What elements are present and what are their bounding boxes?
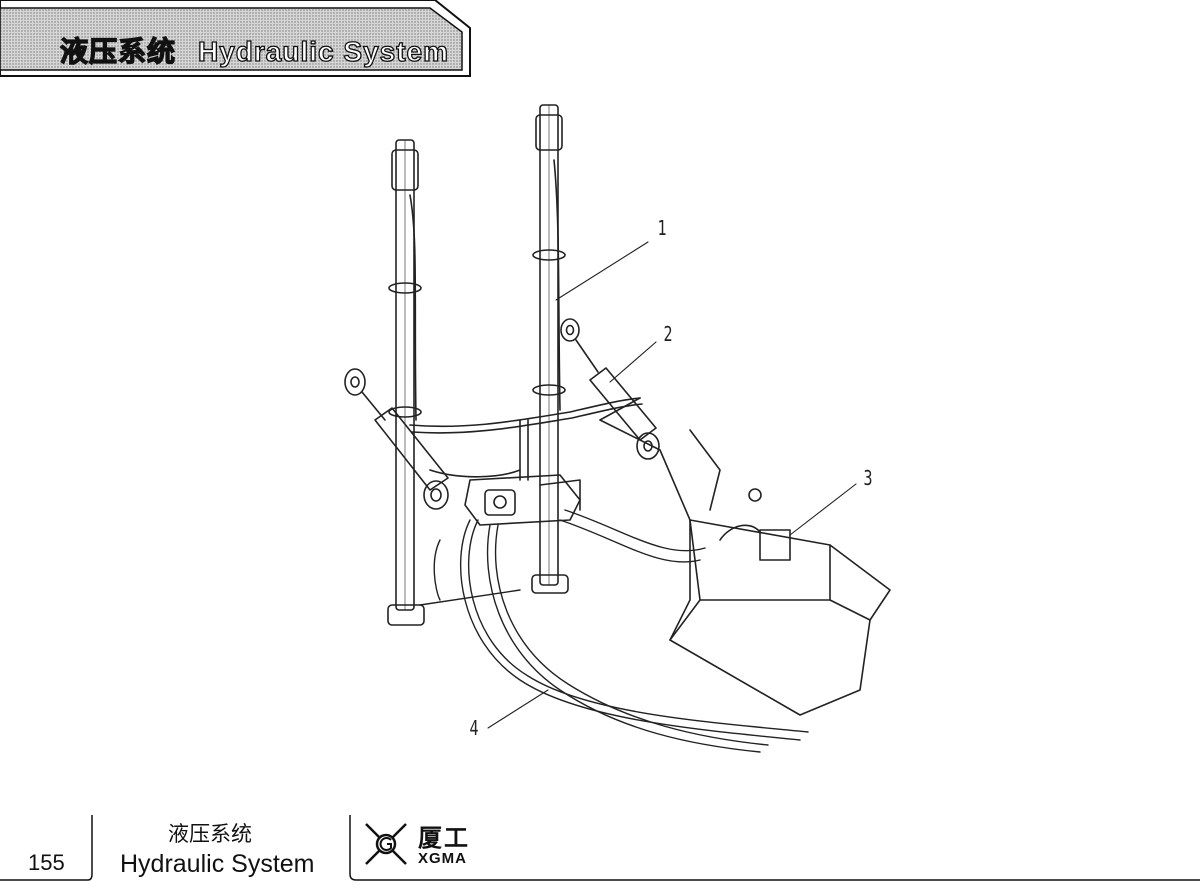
leader-lines [487, 241, 857, 729]
xgma-logo-icon [365, 823, 407, 865]
footer-section-cn: 液压系统 [168, 822, 252, 846]
right-mast-cylinder [531, 104, 569, 594]
hydraulic-system-drawing [344, 104, 891, 753]
upper-pipes [409, 397, 643, 481]
hydraulic-tank [599, 397, 891, 716]
callout-1: 1 [657, 216, 667, 240]
callout-2: 2 [663, 322, 673, 346]
brand-name-cn: 厦工 [418, 824, 470, 852]
control-valve [464, 474, 581, 526]
page-number: 155 [28, 850, 65, 875]
footer-frame [0, 815, 1200, 881]
left-mast-cylinder [387, 139, 425, 626]
callout-4: 4 [469, 716, 479, 740]
header-banner [0, 0, 471, 77]
header-title: 液压系统 Hydraulic System [59, 30, 471, 70]
brand-name-en: XGMA [418, 850, 467, 867]
hoses [419, 509, 809, 753]
callout-3: 3 [863, 466, 873, 490]
right-tilt-cylinder [560, 318, 660, 460]
header-title-cn: 液压系统 [59, 35, 177, 67]
footer-section-en: Hydraulic System [120, 850, 315, 878]
header-title-en: Hydraulic System [197, 35, 450, 67]
left-tilt-cylinder [344, 368, 449, 510]
